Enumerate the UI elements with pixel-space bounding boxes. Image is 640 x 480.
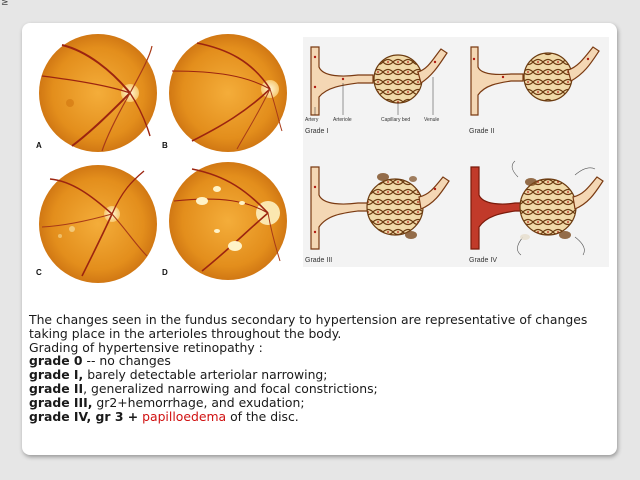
slide: A B C D [22, 23, 617, 455]
grade-4-text: of the disc. [226, 408, 299, 424]
grade-2-label: Grade II [469, 128, 495, 135]
vessel-diagram-graphic [310, 46, 604, 256]
grade-0-line: grade 0 -- no changes [29, 354, 609, 368]
corner-mark: ≥ [1, 0, 9, 8]
fundus-label-d: D [162, 268, 168, 277]
fundus-label-a: A [36, 141, 42, 150]
fundus-b [169, 34, 287, 152]
fundus-c [39, 165, 157, 283]
fundus-a [39, 34, 157, 152]
grade-4-label: Grade IV [469, 257, 498, 264]
fundus-label-b: B [162, 141, 168, 150]
caption-line-2: taking place in the arterioles throughou… [29, 325, 342, 341]
fundus-label-c: C [36, 268, 42, 277]
vessel-grade-3 [310, 166, 450, 250]
grade-0-label: grade 0 [29, 353, 83, 369]
grade-1-label: Grade I [305, 128, 329, 135]
papilloedema-term: papilloedema [138, 408, 227, 424]
vessel-part-venule-label: Venule [424, 117, 440, 123]
grade-3-label: Grade III [305, 257, 333, 264]
grade-2-text: , generalized narrowing and focal constr… [83, 380, 378, 396]
caption-line-3: Grading of hypertensive retinopathy : [29, 339, 263, 355]
grade-0-text: -- no changes [82, 353, 171, 369]
fundus-photos-graphic [39, 34, 287, 283]
fundus-d [169, 162, 287, 280]
grade-2-name: grade II [29, 380, 84, 396]
grade-2-line: grade II, generalized narrowing and foca… [29, 382, 609, 396]
grade-3-line: grade III, gr2+hemorrhage, and exudation… [29, 394, 609, 410]
caption-line-1: The changes seen in the fundus secondary… [29, 312, 588, 327]
grade-4-line: grade IV, gr 3 + papilloedema of the dis… [29, 408, 609, 424]
grade-3-text: gr2+hemorrhage, and exudation; [92, 394, 305, 410]
grade-1-line: grade I, barely detectable arteriolar na… [29, 368, 609, 382]
grade-3-name: grade III, [29, 394, 93, 410]
vessel-part-capillary-label: Capillary bed [381, 117, 411, 123]
caption-text: The changes seen in the fundus secondary… [29, 313, 609, 423]
fundus-photos-panel: A B C D [32, 31, 297, 293]
grade-4-name: grade IV, gr 3 + [29, 408, 139, 424]
vessel-diagram-panel: Artery Arteriole Capillary bed Venule Gr… [303, 37, 609, 267]
vessel-part-artery-label: Artery [305, 117, 319, 123]
grade-1-name: grade I, [29, 367, 84, 383]
grade-1-text: barely detectable arteriolar narrowing; [83, 367, 328, 383]
vessel-grade-4 [470, 160, 604, 256]
vessel-grade-1 [310, 46, 448, 116]
vessel-grade-2 [470, 46, 600, 116]
vessel-part-arteriole-label: Arteriole [333, 117, 352, 123]
